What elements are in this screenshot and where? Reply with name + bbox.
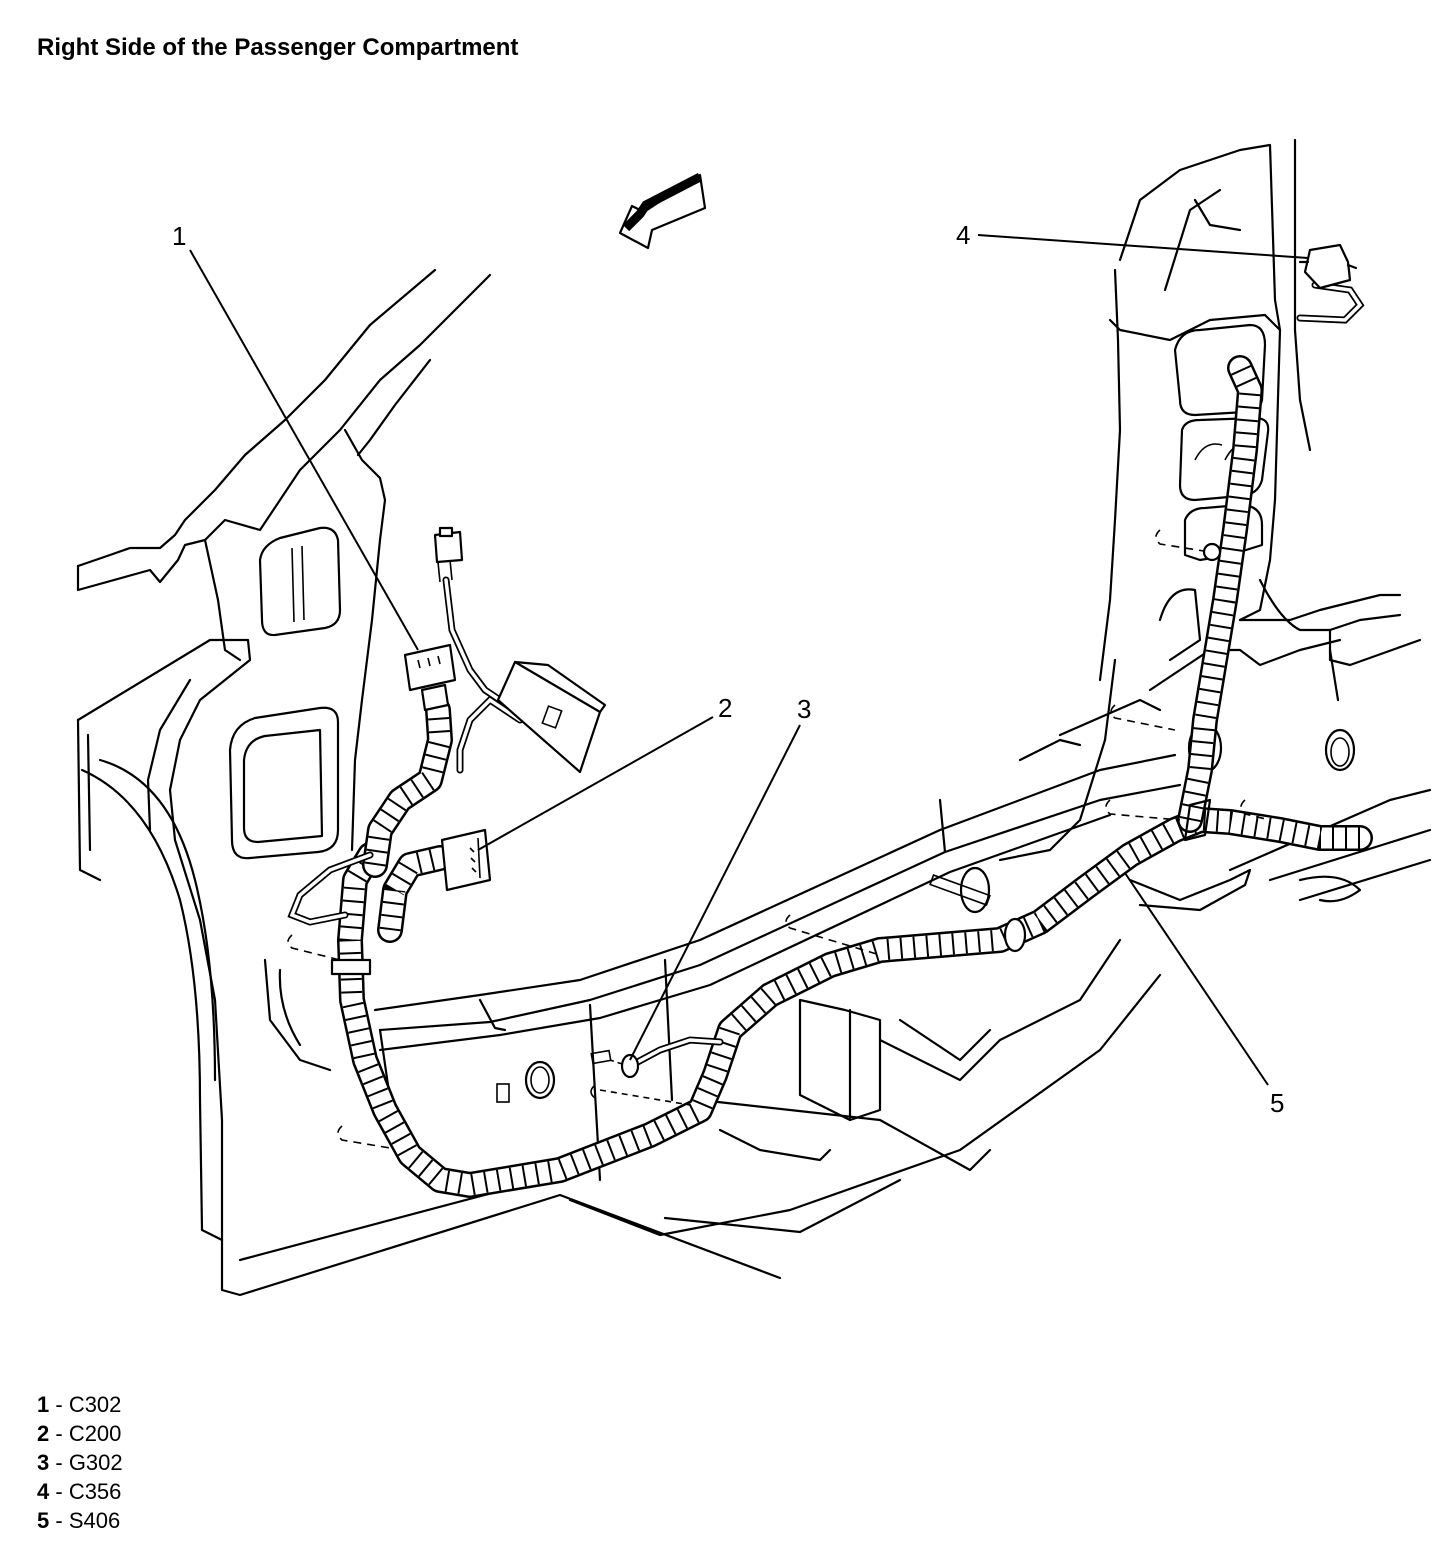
legend-item: 1 - C302 (37, 1392, 122, 1417)
connector-c200 (440, 828, 492, 892)
callout-3: 3 (797, 694, 811, 724)
connector-c302 (403, 643, 457, 712)
main-harness (330, 355, 1373, 1198)
connector-unmated (433, 526, 464, 583)
branch-wires (287, 281, 1365, 1069)
legend: 1 - C302 2 - C200 3 - G302 4 - C356 5 - … (37, 1390, 123, 1535)
callout-leaders (189, 234, 1309, 1086)
module-box (496, 660, 607, 774)
callout-2: 2 (718, 693, 732, 723)
legend-item: 5 - S406 (37, 1508, 121, 1533)
fastener-clips (287, 529, 1271, 1149)
left-body-structure (76, 268, 782, 1297)
ground-g302 (590, 1049, 691, 1106)
legend-item: 2 - C200 (37, 1421, 122, 1446)
callout-4: 4 (956, 220, 970, 250)
page-title: Right Side of the Passenger Compartment (37, 34, 519, 61)
legend-item: 4 - C356 (37, 1479, 122, 1504)
callout-5: 5 (1270, 1088, 1284, 1118)
legend-item: 3 - G302 (37, 1450, 123, 1475)
forward-arrow-icon (618, 173, 707, 250)
callout-1: 1 (172, 221, 186, 251)
connector-c356 (1298, 243, 1358, 290)
